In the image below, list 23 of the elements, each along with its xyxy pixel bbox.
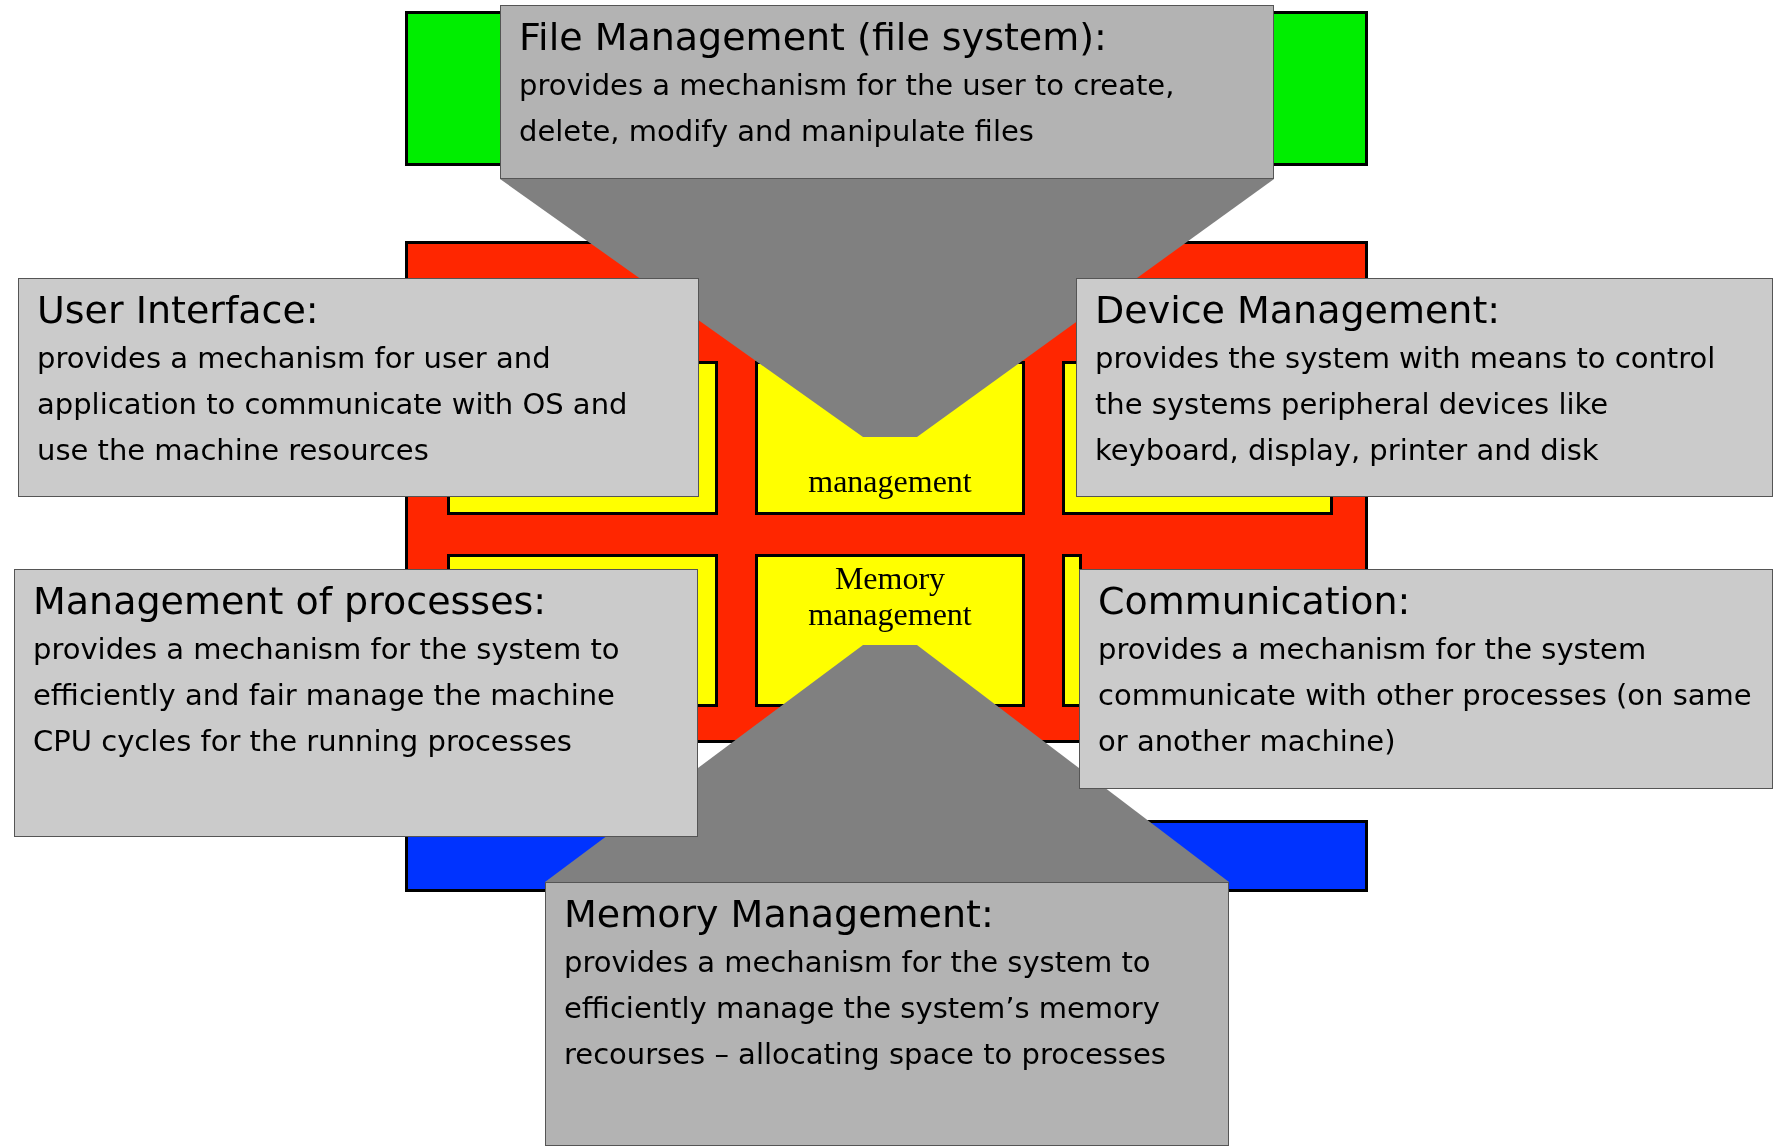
callout-text: provides the system with means to control the systems peripheral devices like keyboard, display, printer and disk <box>1095 339 1717 470</box>
callout-pointer <box>545 645 1229 882</box>
callout-tooltip <box>500 5 1274 179</box>
callout-tooltip <box>1076 278 1773 497</box>
callout-title: Communication: <box>1098 578 1412 625</box>
callout-text: provides a mechanism for the system to efficiently manage the system’s memory recourses – allocating space to processes <box>564 943 1167 1074</box>
callout-tooltip <box>18 278 699 497</box>
callout-text: provides a mechanism for user and application to communicate with OS and use the machine resources <box>37 339 629 470</box>
box-label: management <box>808 464 972 500</box>
callout-tooltip <box>1079 569 1773 789</box>
callout-text: provides a mechanism for the system communicate with other processes (on same or another machine) <box>1098 630 1753 761</box>
callout-title: User Interface: <box>37 287 320 334</box>
callout-tooltip <box>14 569 698 837</box>
callout-tooltip <box>545 882 1229 1146</box>
module-box <box>1062 554 1082 707</box>
callout-title: Device Management: <box>1095 287 1502 334</box>
callout-title: File Management (file system): <box>519 14 1108 61</box>
box-label: Memory management <box>807 561 973 633</box>
callout-title: Memory Management: <box>564 891 995 938</box>
callout-text: provides a mechanism for the user to create, delete, modify and manipulate files <box>519 66 1176 150</box>
callout-title: Management of processes: <box>33 578 548 625</box>
callout-text: provides a mechanism for the system to efficiently and fair manage the machine CPU cycles for the running processes <box>33 630 621 761</box>
callout-pointer <box>500 179 1274 437</box>
